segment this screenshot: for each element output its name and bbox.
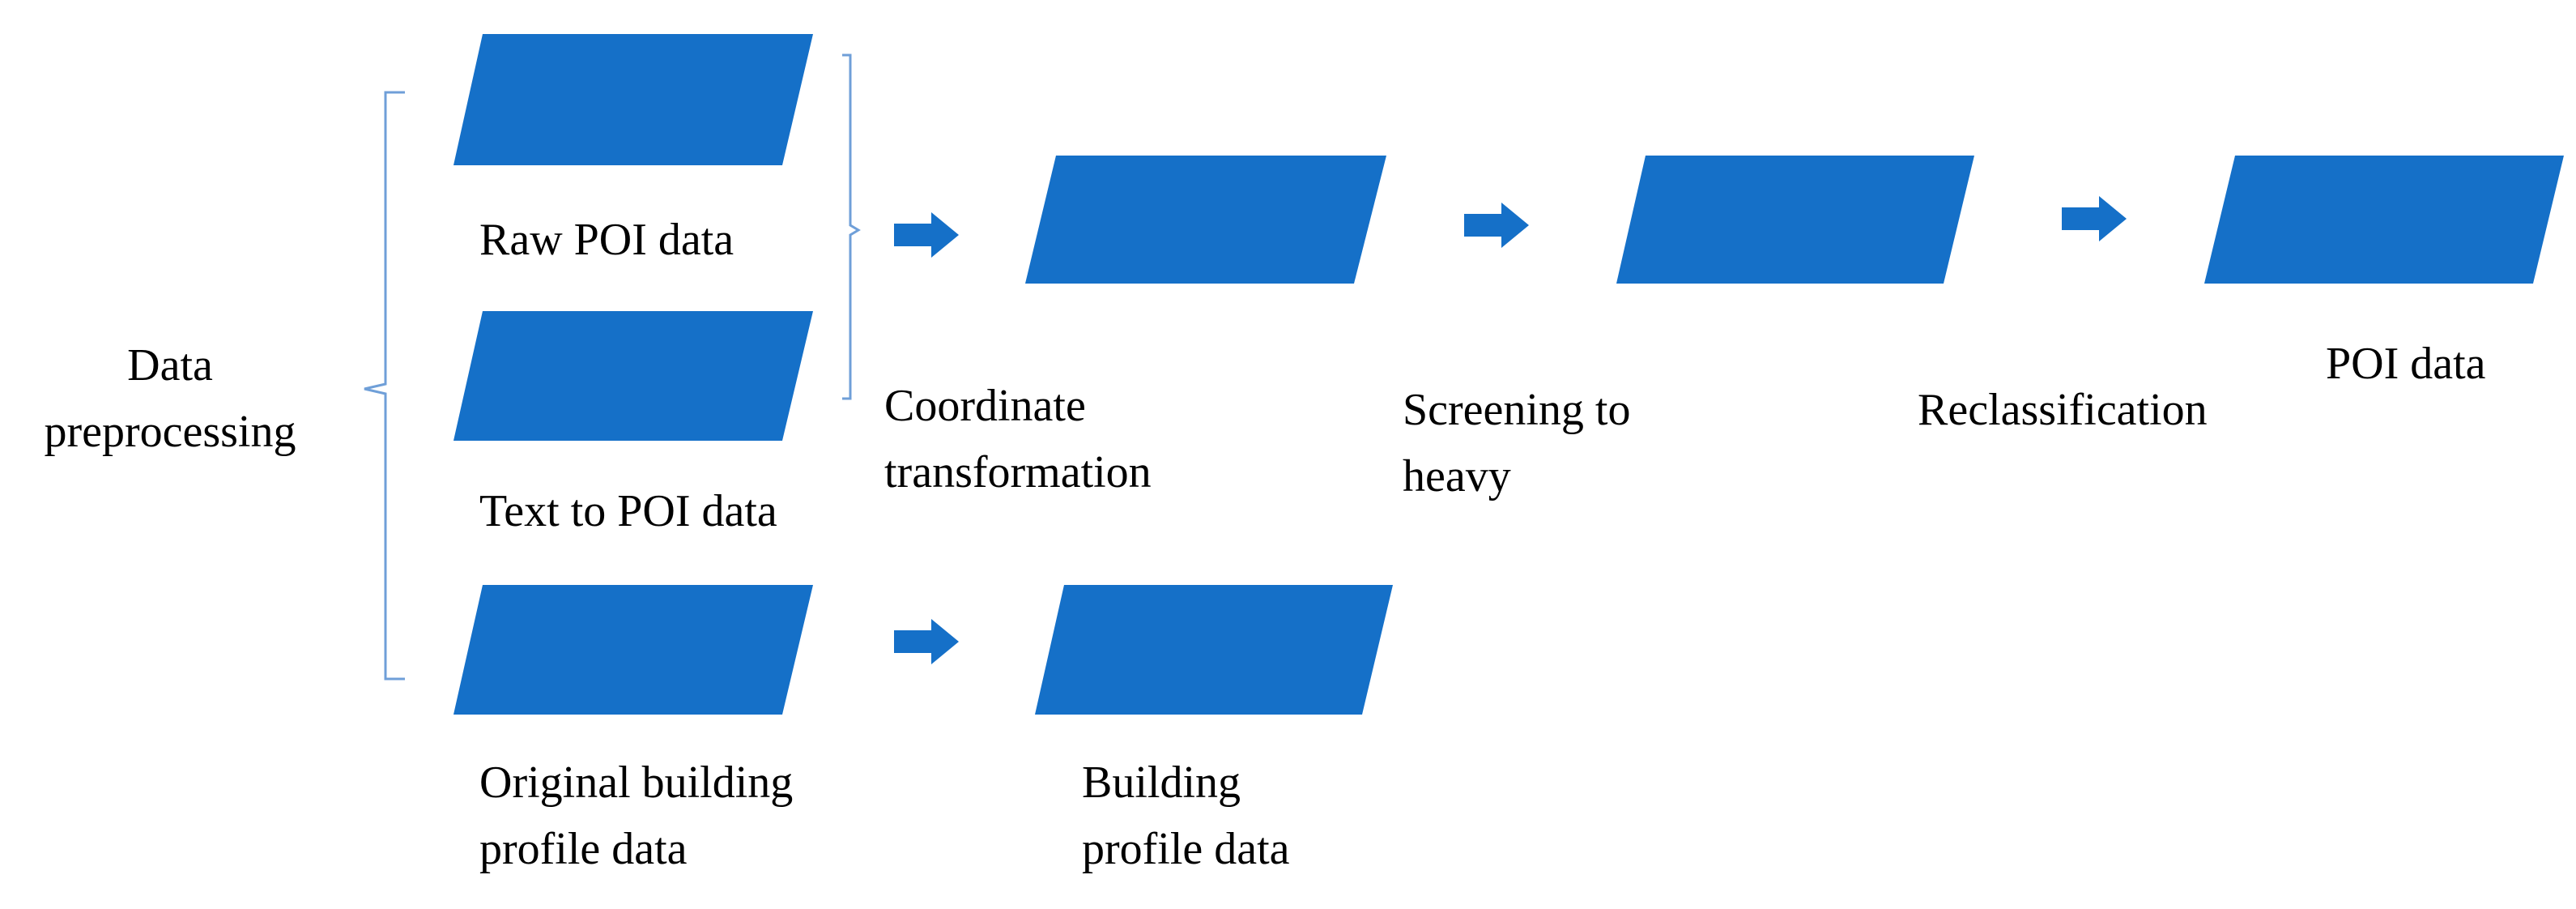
- text-to-poi-data-node: [453, 311, 813, 441]
- poi-input-bracket: [842, 53, 861, 400]
- poi-data-label: POI data: [2326, 339, 2486, 389]
- data-preprocessing-label: Data preprocessing: [44, 340, 296, 457]
- input-group-brace: [364, 91, 405, 681]
- original-building-profile-node: [453, 585, 813, 715]
- building-profile-data-node: [1035, 585, 1393, 715]
- arrow-right-icon: [894, 619, 959, 664]
- building-profile-data-label: Building profile data: [1082, 758, 1290, 874]
- arrow-right-icon: [2062, 196, 2127, 241]
- arrow-right-icon: [894, 212, 959, 258]
- coordinate-transformation-label: Coordinate transformation: [884, 381, 1152, 497]
- reclassification-label: Reclassification: [1918, 385, 2208, 435]
- arrow-right-icon: [1464, 203, 1529, 248]
- screening-to-heavy-node: [1616, 156, 1974, 284]
- coordinate-transformation-node: [1025, 156, 1386, 284]
- screening-to-heavy-label: Screening to heavy: [1403, 385, 1631, 501]
- original-building-profile-label: Original building profile data: [479, 758, 794, 874]
- text-to-poi-data-label: Text to POI data: [479, 486, 777, 536]
- raw-poi-data-node: [453, 34, 813, 165]
- raw-poi-data-label: Raw POI data: [479, 215, 734, 265]
- poi-data-output-node: [2204, 156, 2564, 284]
